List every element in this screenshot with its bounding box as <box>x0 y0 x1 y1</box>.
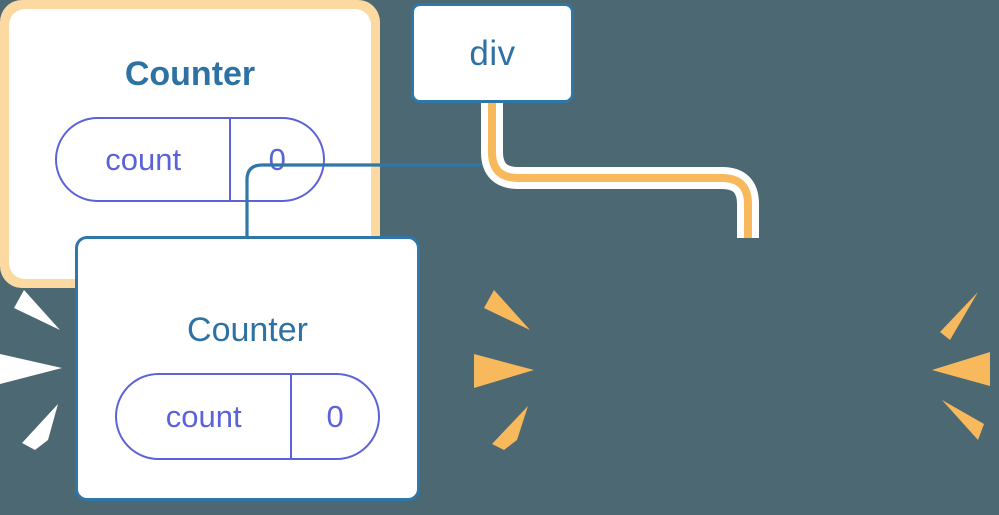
state-key: count <box>105 141 182 177</box>
ray-orange-upper <box>484 290 530 330</box>
node-div[interactable]: div <box>411 3 574 103</box>
edge-div-to-counter-right-halo <box>481 100 759 238</box>
edge-div-to-counter-right <box>488 100 752 238</box>
edge-div-to-counter-left <box>245 101 494 238</box>
ray-orange-middle <box>932 352 990 386</box>
ray-orange-upper <box>940 292 978 340</box>
node-div-title: div <box>469 33 516 73</box>
ray-white-middle <box>0 354 62 384</box>
state-pill-counter-right: count 0 <box>55 117 325 202</box>
node-counter-right-title: Counter <box>124 55 256 93</box>
node-counter-left[interactable]: Counter count 0 <box>75 236 420 501</box>
ray-white-upper <box>14 290 60 330</box>
rays-right-of-left-counter <box>474 290 534 450</box>
rays-left-of-left-counter <box>0 290 62 450</box>
ray-orange-middle <box>474 354 534 388</box>
node-counter-right-inner: Counter count 0 <box>9 9 371 279</box>
state-value: 0 <box>229 119 323 200</box>
state-key: count <box>165 398 242 434</box>
state-value: 0 <box>290 375 378 458</box>
node-counter-right[interactable]: Counter count 0 <box>0 0 380 288</box>
ray-orange-lower <box>492 406 528 450</box>
ray-white-lower <box>22 404 58 450</box>
node-counter-left-title: Counter <box>187 311 308 349</box>
ray-orange-lower <box>942 400 984 440</box>
state-pill-counter-left: count 0 <box>115 373 380 460</box>
rays-right-of-right-counter <box>932 292 990 440</box>
